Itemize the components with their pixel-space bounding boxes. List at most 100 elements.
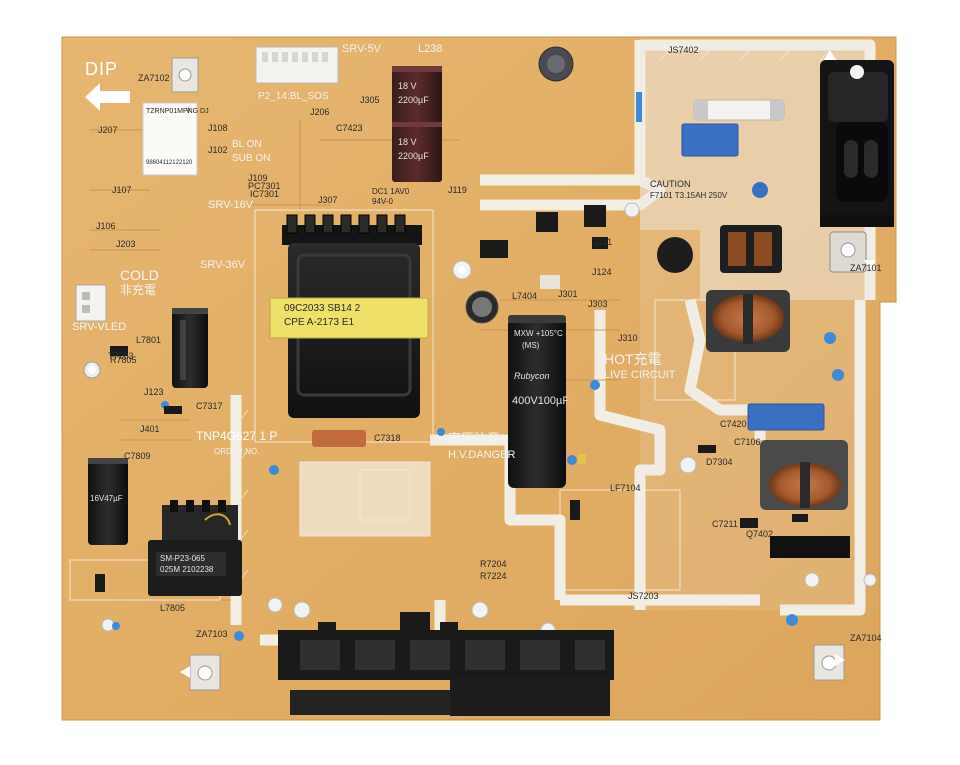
- standby-transformer: [148, 500, 242, 596]
- ref-j119: J119: [448, 185, 467, 195]
- fuse-rating-label: F7101 T3.15AH 250V: [650, 191, 728, 200]
- small-cap-value: 16V47µF: [90, 494, 123, 503]
- ref-js7429: PC7301: [248, 181, 281, 191]
- smd-ics: [95, 205, 850, 592]
- common-mode-choke-3: [760, 440, 848, 510]
- part-rev: 1: [259, 429, 267, 443]
- ref-j108: J108: [208, 123, 228, 133]
- dc1b-label: 94V-0: [372, 197, 393, 206]
- ref-c7105: C7420: [720, 419, 747, 429]
- ac-power-inlet: [820, 60, 894, 227]
- srv-36v-label: SRV-36V: [200, 259, 246, 271]
- cold-label: COLD: [120, 267, 159, 283]
- srv-16v-label: SRV-16V: [208, 199, 254, 211]
- bulk-cap-brand: Rubycon: [514, 371, 550, 381]
- ref-t7203: LF7104: [610, 483, 641, 493]
- ref-j310: J310: [618, 333, 638, 343]
- live-circuit-label: LIVE CIRCUIT: [604, 369, 676, 381]
- ref-j203: J203: [116, 239, 136, 249]
- dip-arrow: [85, 83, 130, 111]
- order-no-label: ORDER NO.: [214, 447, 260, 456]
- bl-on-label: BL ON: [232, 139, 262, 150]
- cap2-value: 2200µF: [398, 151, 429, 161]
- l238-label: L238: [418, 43, 443, 55]
- dc1-label: DC1 1AV0: [372, 187, 410, 196]
- cap2-voltage: 18 V: [398, 137, 417, 147]
- ref-j109: J109: [248, 173, 268, 183]
- small-transformer-line2: 025M 2102238: [160, 565, 214, 574]
- main-transformer: [269, 214, 429, 418]
- capacitor-2200uf-b: [392, 122, 442, 182]
- bulk-cap-value: 400V100µF: [512, 395, 570, 407]
- ref-j305: J305: [360, 95, 380, 105]
- ref-za7102: ZA7102: [138, 73, 170, 83]
- ref-js7203: JS7203: [628, 591, 659, 601]
- transformer-line1: 09C2033 SB14 2: [284, 303, 361, 314]
- capacitor-black-left: [172, 308, 208, 388]
- ref-l7101: Q7402: [746, 529, 774, 539]
- bulk-cap-series2: (MS): [522, 341, 540, 350]
- small-transformer-line1: SM-P23-065: [160, 554, 205, 563]
- capacitor-16v47uf: [88, 458, 128, 545]
- capacitor-2200uf-a: [392, 66, 442, 128]
- common-mode-choke-1: [720, 225, 782, 273]
- ref-j107: J107: [112, 185, 132, 195]
- ref-r7635: T7203: [108, 351, 134, 361]
- ref-j111: J111: [594, 237, 613, 247]
- cold-jp-label: 非充電: [120, 283, 157, 297]
- white-connector-top: [255, 46, 339, 84]
- ref-c7317: C7318: [374, 433, 401, 443]
- hv-danger-label: H.V.DANGER: [448, 449, 516, 461]
- srv-vled-label: SRV-VLED: [72, 321, 127, 333]
- sub-on-label: SUB ON: [232, 153, 271, 164]
- ref-j114: J401: [140, 424, 160, 434]
- ref-l7801: L7801: [136, 335, 162, 345]
- part-number: TNP4G627: [196, 429, 257, 443]
- ref-za7103: ZA7103: [196, 629, 228, 639]
- part-number-label: TNP4G627 1 P: [196, 430, 277, 442]
- srv-5v-label: SRV-5V: [342, 43, 381, 55]
- ref-j106: J106: [96, 221, 116, 231]
- ref-d7106: D7304: [706, 457, 733, 467]
- barcode-sticker: [142, 102, 198, 176]
- ref-l7805: L7805: [160, 603, 186, 613]
- barcode-line2: V: [186, 108, 191, 115]
- film-capacitor-orange: [312, 430, 366, 447]
- hv-jp-label: 高圧注意: [448, 431, 501, 446]
- barcode-line3: 98604112122120: [146, 160, 193, 166]
- ref-j103: J123: [144, 387, 164, 397]
- ref-j124: J124: [592, 267, 612, 277]
- barcode-line1: TZRNP01MPNG DJ: [146, 108, 209, 115]
- cap1-value: 2200µF: [398, 95, 429, 105]
- cap1-voltage: 18 V: [398, 81, 417, 91]
- white-connector-vled: [75, 284, 107, 322]
- ref-c7423: C7317: [196, 401, 223, 411]
- ref-za7104: ZA7104: [850, 633, 882, 643]
- ref-j206: J206: [310, 107, 330, 117]
- common-mode-choke-2: [706, 290, 790, 352]
- ref-js7402: JS7402: [668, 45, 699, 55]
- ref-r7225: R7204: [480, 559, 507, 569]
- ref-c7209: C7211: [712, 519, 738, 529]
- ref-j102: J102: [208, 145, 228, 155]
- ref-j307: J307: [318, 195, 338, 205]
- blue-ceramic-caps: [112, 332, 844, 641]
- ref-d7304: L7404: [512, 291, 538, 301]
- dip-label: DIP: [85, 59, 119, 79]
- ref-lf7101: C7106: [734, 437, 761, 447]
- ref-j303: J303: [588, 299, 608, 309]
- bulk-capacitor-400v: [508, 315, 566, 488]
- ref-pa7402: IC7301: [250, 189, 280, 199]
- p2-label: P2_14:BL_SOS: [258, 91, 329, 102]
- transformer-line2: CPE A-2173 E1: [284, 317, 355, 328]
- ref-c7427: C7423: [336, 123, 363, 133]
- hot-label: HOT充電: [604, 351, 662, 367]
- ref-r7227: R7224: [480, 571, 507, 581]
- heatsink-connector-bottom: [278, 612, 614, 716]
- bulk-cap-series: MXW +105°C: [514, 329, 563, 338]
- ref-za7101: ZA7101: [850, 263, 882, 273]
- ref-j207: J207: [98, 125, 118, 135]
- ref-c7809: C7809: [124, 451, 151, 461]
